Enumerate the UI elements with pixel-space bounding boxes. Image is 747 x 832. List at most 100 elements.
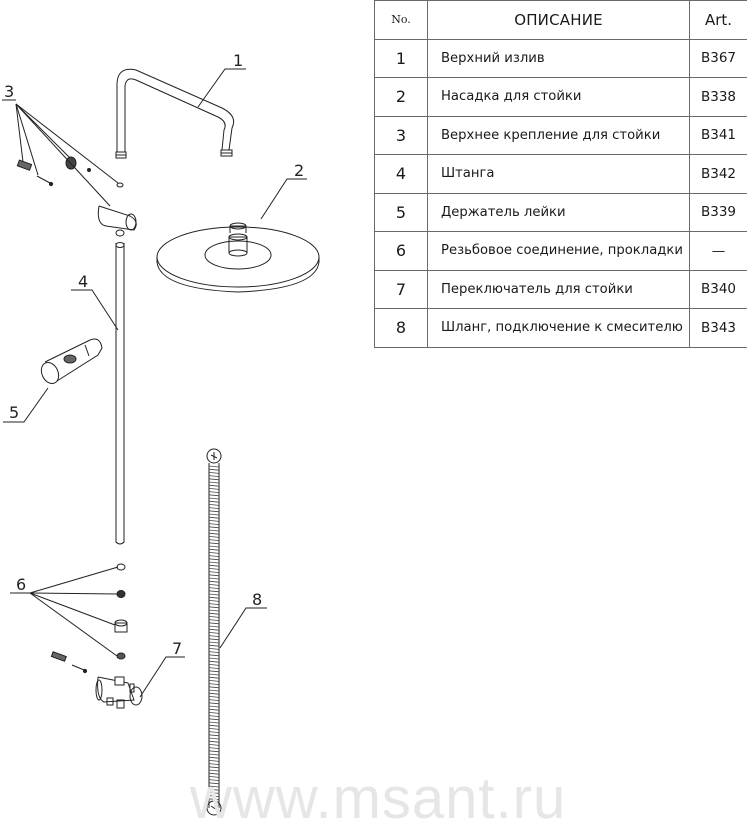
- hose-coil-line: [209, 472, 219, 473]
- hose-coil-line: [209, 504, 219, 505]
- callout-2: 2: [294, 161, 304, 180]
- row-art: —: [690, 232, 747, 271]
- hose-coil-line: [209, 600, 219, 601]
- hose-coil-line: [209, 508, 219, 509]
- hose-coil-line: [209, 591, 219, 592]
- hose-coil-line: [209, 546, 219, 547]
- row-no: 2: [375, 78, 428, 117]
- hose-coil-line: [209, 700, 219, 701]
- hose-coil-line: [209, 661, 219, 662]
- hose-coil-line: [209, 488, 219, 489]
- hose-coil-line: [209, 527, 219, 528]
- hose-coil-line: [209, 735, 219, 736]
- hose-coil-line: [209, 652, 219, 653]
- hose-coil-line: [209, 575, 219, 576]
- hose-coil-line: [209, 533, 219, 534]
- hose-coil-line: [209, 578, 219, 579]
- hose-coil-line: [209, 540, 219, 541]
- hose-coil-line: [209, 517, 219, 518]
- callout-leaders-3-fan: [16, 104, 118, 206]
- hose-coil-line: [209, 696, 219, 697]
- hose-coil-line: [209, 684, 219, 685]
- hose-coil-line: [209, 597, 219, 598]
- header-no: No.: [375, 1, 428, 40]
- callout-5: 5: [9, 403, 19, 422]
- hose-coil-line: [209, 642, 219, 643]
- hose-coil-line: [209, 568, 219, 569]
- hose-coil-line: [209, 524, 219, 525]
- hose-coil-line: [209, 607, 219, 608]
- callout-4: 4: [78, 272, 88, 291]
- hose-coil-line: [209, 549, 219, 550]
- hose-coil-line: [209, 482, 219, 483]
- row-no: 6: [375, 232, 428, 271]
- hose-coil-line: [209, 671, 219, 672]
- hose-coil-line: [209, 485, 219, 486]
- callout-7: 7: [172, 639, 182, 658]
- hose-coil-line: [209, 639, 219, 640]
- hose-coil-line: [209, 732, 219, 733]
- hose-coil-line: [209, 572, 219, 573]
- header-art: Art.: [690, 1, 747, 40]
- row-art: B341: [690, 116, 747, 155]
- callout-leader-4: [71, 290, 118, 330]
- hose-coil-line: [209, 680, 219, 681]
- hose-coils: [209, 466, 219, 800]
- part-6-fittings: [115, 564, 127, 659]
- hose-coil-line: [209, 623, 219, 624]
- hose-coil-line: [209, 476, 219, 477]
- hose-coil-line: [209, 562, 219, 563]
- watermark: www.msant.ru: [190, 765, 566, 832]
- hose-coil-line: [209, 648, 219, 649]
- row-art: B338: [690, 78, 747, 117]
- callout-6: 6: [16, 575, 26, 594]
- callout-8: 8: [252, 590, 262, 609]
- part-7-diverter: [51, 652, 142, 708]
- hose-coil-line: [209, 584, 219, 585]
- row-no: 3: [375, 116, 428, 155]
- hose-coil-line: [209, 655, 219, 656]
- hose-coil-line: [209, 658, 219, 659]
- hose-coil-line: [209, 565, 219, 566]
- hose-coil-line: [209, 613, 219, 614]
- row-description: Верхний излив: [428, 39, 690, 78]
- hose-coil-line: [209, 706, 219, 707]
- hose-coil-line: [209, 543, 219, 544]
- hose-coil-line: [209, 760, 219, 761]
- hose-coil-line: [209, 495, 219, 496]
- hose-coil-line: [209, 645, 219, 646]
- hose-coil-line: [209, 719, 219, 720]
- row-description: Штанга: [428, 155, 690, 194]
- hose-coil-line: [209, 501, 219, 502]
- callout-leader-1: [198, 69, 246, 107]
- hose-coil-line: [209, 716, 219, 717]
- hose-coil-line: [209, 581, 219, 582]
- hose-coil-line: [209, 748, 219, 749]
- hose-coil-line: [209, 757, 219, 758]
- hose-coil-line: [209, 664, 219, 665]
- hose-coil-line: [209, 754, 219, 755]
- row-description: Шланг, подключение к смесителю: [428, 309, 690, 348]
- hose-coil-line: [209, 674, 219, 675]
- hose-coil-line: [209, 620, 219, 621]
- hose-coil-line: [209, 610, 219, 611]
- row-no: 7: [375, 270, 428, 309]
- row-description: Верхнее крепление для стойки: [428, 116, 690, 155]
- hose-coil-line: [209, 588, 219, 589]
- row-description: Держатель лейки: [428, 193, 690, 232]
- table-header-row: No. ОПИСАНИЕ Art.: [375, 1, 747, 40]
- row-art: B367: [690, 39, 747, 78]
- row-no: 8: [375, 309, 428, 348]
- hose-coil-line: [209, 722, 219, 723]
- row-no: 5: [375, 193, 428, 232]
- row-art: B342: [690, 155, 747, 194]
- hose-coil-line: [209, 469, 219, 470]
- hose-coil-line: [209, 466, 219, 467]
- hose-coil-line: [209, 636, 219, 637]
